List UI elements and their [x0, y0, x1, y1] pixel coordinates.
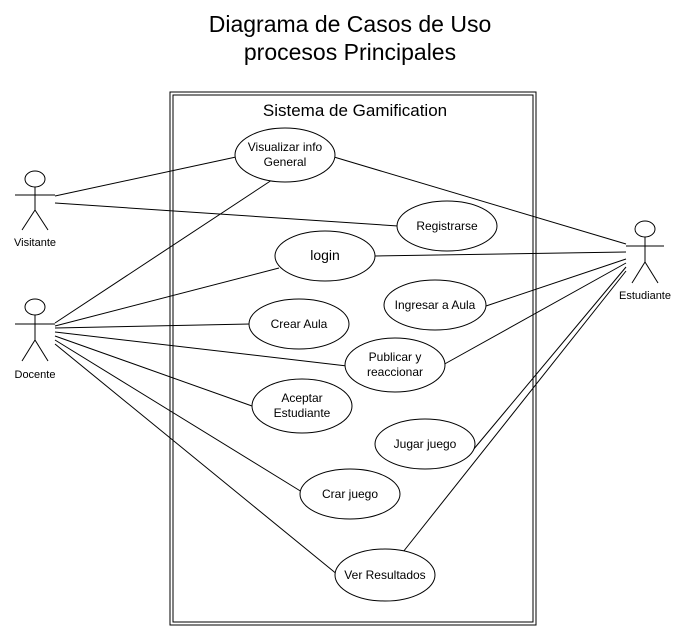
use-case-label: Crar juego — [322, 487, 378, 501]
use-case-jugar-juego[interactable]: Jugar juego — [374, 418, 476, 470]
actor-estudiante-figure-icon — [626, 220, 664, 284]
system-boundary-outer — [169, 91, 537, 626]
use-case-crear-aula[interactable]: Crear Aula — [248, 298, 350, 350]
assoc-docente-crar-juego — [54, 339, 303, 493]
use-case-label-line-2: General — [264, 155, 307, 169]
use-case-login[interactable]: login — [274, 230, 376, 282]
system-label: Sistema de Gamification — [263, 101, 447, 120]
actor-visitante-label: Visitante — [14, 237, 56, 249]
diagram-title-line-1: Diagrama de Casos de Uso — [209, 11, 492, 37]
assoc-docente-aceptar — [54, 335, 253, 407]
use-case-label: Crear Aula — [271, 317, 328, 331]
assoc-estudiante-jugar — [472, 266, 627, 451]
actor-docente-figure-icon — [15, 298, 55, 362]
assoc-estudiante-ver-resultados — [402, 270, 627, 553]
actor-estudiante-label: Estudiante — [619, 290, 671, 302]
assoc-docente-login — [54, 267, 280, 327]
assoc-docente-visualizar — [54, 175, 279, 324]
actor-docente[interactable]: Docente — [15, 298, 56, 381]
diagram-title-line-2: procesos Principales — [244, 39, 456, 65]
assoc-estudiante-visualizar — [333, 156, 627, 245]
assoc-estudiante-publicar — [440, 262, 627, 367]
use-case-visualizar-info-general[interactable]: Visualizar info General — [234, 127, 336, 183]
use-case-label: login — [310, 247, 340, 263]
associations — [54, 156, 627, 576]
assoc-visitante-visualizar — [54, 156, 237, 197]
assoc-estudiante-login — [374, 251, 627, 257]
use-case-label-line-1: Aceptar — [281, 391, 322, 405]
use-case-aceptar-estudiante[interactable]: Aceptar Estudiante — [251, 378, 353, 434]
assoc-visitante-registrarse — [54, 202, 399, 227]
use-case-ellipse — [274, 230, 376, 282]
use-case-ver-resultados[interactable]: Ver Resultados — [334, 548, 436, 602]
use-case-ellipse — [374, 418, 476, 470]
assoc-docente-publicar — [54, 331, 348, 367]
use-case-label-line-2: reaccionar — [367, 365, 423, 379]
use-case-label-line-1: Publicar y — [369, 350, 422, 364]
actor-visitante[interactable]: Visitante — [14, 170, 56, 249]
use-case-ellipse — [344, 337, 446, 393]
use-case-ellipse — [251, 378, 353, 434]
actor-docente-label: Docente — [15, 369, 56, 381]
use-case-ellipse — [383, 279, 487, 331]
use-case-ingresar-a-aula[interactable]: Ingresar a Aula — [383, 279, 487, 331]
use-case-publicar-y-reaccionar[interactable]: Publicar y reaccionar — [344, 337, 446, 393]
use-case-ellipse — [299, 468, 401, 520]
use-case-label: Ver Resultados — [344, 568, 425, 582]
use-case-ellipse — [248, 298, 350, 350]
assoc-estudiante-ingresar-aula — [485, 258, 627, 307]
use-case-crar-juego[interactable]: Crar juego — [299, 468, 401, 520]
use-case-label: Ingresar a Aula — [395, 298, 476, 312]
system-boundary-inner — [172, 94, 534, 623]
actor-visitante-figure-icon — [15, 170, 55, 231]
use-case-label: Jugar juego — [394, 437, 457, 451]
assoc-docente-crear-aula — [54, 323, 251, 329]
use-case-ellipse — [334, 548, 436, 602]
use-case-ellipse — [234, 127, 336, 183]
use-case-label-line-2: Estudiante — [274, 406, 331, 420]
use-case-label: Registrarse — [416, 219, 478, 233]
actor-estudiante[interactable]: Estudiante — [619, 220, 671, 302]
use-case-ellipse — [396, 200, 498, 252]
use-case-registrarse[interactable]: Registrarse — [396, 200, 498, 252]
assoc-docente-ver-resultados — [54, 343, 339, 576]
use-case-label-line-1: Visualizar info — [248, 140, 323, 154]
